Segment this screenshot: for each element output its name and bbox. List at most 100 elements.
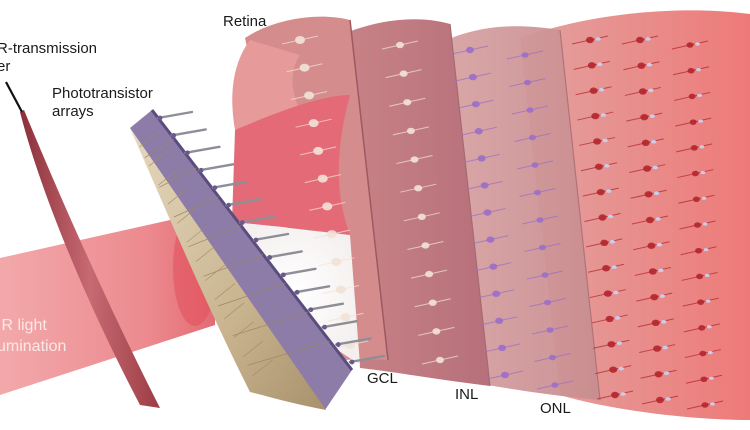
grid-line <box>203 254 264 277</box>
cell-body <box>295 36 305 44</box>
cell-body <box>650 293 659 301</box>
cell-body <box>466 46 474 54</box>
cell-body <box>644 191 653 198</box>
photoreceptor-tip <box>652 165 658 170</box>
photoreceptor-tip <box>710 402 715 406</box>
photoreceptor-tip <box>600 113 607 117</box>
electrode-pin <box>280 267 317 277</box>
cell-body <box>641 139 650 147</box>
photoreceptor-tip <box>620 392 626 396</box>
photoreceptor-tip <box>616 341 623 346</box>
photoreceptor-tip <box>655 217 661 221</box>
photoreceptor-tip <box>596 62 603 67</box>
pin-base <box>349 359 355 365</box>
cell-body <box>607 341 616 348</box>
panel-back <box>130 110 352 410</box>
fiber-label-line1: R-transmission <box>0 40 98 57</box>
cell-body <box>414 184 423 192</box>
cell-body <box>428 299 437 306</box>
nir-label-line1: IR light <box>0 317 47 334</box>
grid-line <box>188 225 242 247</box>
photoreceptor-tip <box>648 88 654 93</box>
electrode-pin <box>307 302 345 311</box>
cell-body <box>406 127 415 135</box>
cell-body <box>492 290 501 297</box>
pin-base <box>157 115 163 121</box>
grid-line <box>252 359 273 377</box>
photoreceptor-tip <box>611 265 617 270</box>
photoreceptor-tip <box>706 325 712 329</box>
photoreceptor-tip <box>609 240 616 244</box>
nir-transmission-fiber <box>20 110 160 408</box>
photoreceptor-tip <box>696 68 702 72</box>
electrode-pin <box>170 128 207 137</box>
electrode-pins <box>156 110 386 365</box>
grid-line <box>176 207 198 224</box>
photoreceptor-tip <box>653 191 660 196</box>
cell-body <box>521 52 529 58</box>
grid-line <box>167 188 188 205</box>
gcl-label: GCL <box>367 370 398 387</box>
nir-label-line2: umination <box>0 338 67 355</box>
cell-body <box>483 209 492 216</box>
cell-body <box>403 99 412 106</box>
cell-body <box>688 93 696 100</box>
pin-base <box>171 133 177 138</box>
cell-body <box>326 230 337 239</box>
electrode-pin <box>252 232 290 242</box>
cell-body <box>551 382 559 388</box>
photoreceptor-tip <box>607 214 614 219</box>
pin-base <box>226 202 231 208</box>
cell-body <box>701 402 709 408</box>
grid-line <box>242 340 264 358</box>
cell-body <box>651 319 660 327</box>
cell-body <box>436 356 444 364</box>
cell-body <box>586 36 594 44</box>
cell-body <box>340 313 351 322</box>
cell-body <box>696 273 704 280</box>
pin-base <box>212 185 218 191</box>
photoreceptor-tip <box>658 268 664 273</box>
cell-body <box>605 315 614 323</box>
cell-body <box>474 128 483 135</box>
cell-body <box>421 242 430 249</box>
grid-line <box>158 168 179 186</box>
cell-body <box>654 371 663 378</box>
retinal-cells <box>281 35 724 410</box>
photoreceptor-tip <box>662 345 668 350</box>
photoreceptor-tip <box>614 316 621 320</box>
pin-base <box>281 272 286 278</box>
panel-face <box>130 128 326 410</box>
electrode-pin <box>184 145 221 155</box>
photoreceptor-tip <box>695 42 700 46</box>
cell-body <box>498 344 507 352</box>
cell-body <box>526 107 534 113</box>
cell-body <box>691 170 699 177</box>
photoreceptor-tip <box>703 248 709 252</box>
pin-base <box>185 150 190 156</box>
cell-body <box>689 119 697 125</box>
grid-line <box>205 264 226 281</box>
grid-line <box>173 196 219 218</box>
inl-label: INL <box>455 386 479 403</box>
cell-body <box>534 189 541 196</box>
photoreceptor-tip <box>649 114 656 118</box>
electrode-pin <box>225 197 262 207</box>
retina-inner-curve <box>232 95 350 235</box>
photoreceptor-tip <box>707 350 713 355</box>
photoreceptor-tip <box>665 397 671 401</box>
cell-body <box>536 217 544 223</box>
grid-line <box>232 311 308 337</box>
cell-body <box>468 73 477 81</box>
cell-body <box>611 391 619 399</box>
retina-label: Retina <box>223 13 267 30</box>
photoreceptor-tip <box>602 138 608 143</box>
photoreceptor-tip <box>708 376 714 380</box>
cell-body <box>636 36 644 44</box>
grid-line <box>217 283 286 307</box>
photoreceptor-tip <box>701 196 707 200</box>
pin-base <box>239 220 245 225</box>
cell-body <box>695 247 703 254</box>
onl-label: ONL <box>540 400 571 417</box>
photoreceptor-tip <box>700 170 706 175</box>
